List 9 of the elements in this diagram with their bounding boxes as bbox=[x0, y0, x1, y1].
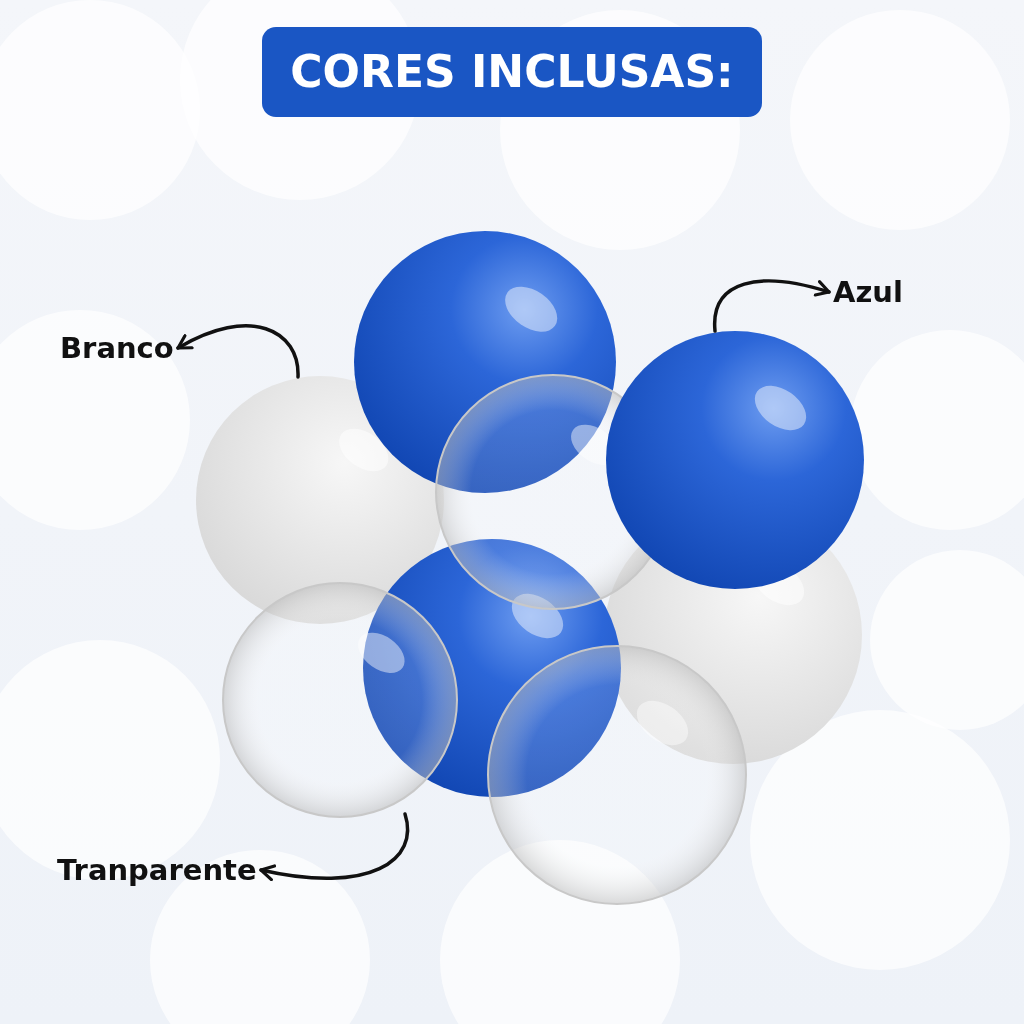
ball-drawing bbox=[222, 582, 458, 818]
curved-arrow bbox=[259, 812, 410, 881]
color-label: Branco bbox=[60, 330, 174, 366]
curved-arrow bbox=[713, 279, 831, 333]
color-label: Azul bbox=[833, 274, 903, 310]
curved-arrow bbox=[176, 324, 300, 379]
color-label: Tranparente bbox=[57, 852, 257, 888]
title-banner: CORES INCLUSAS: bbox=[262, 27, 762, 117]
ball-drawing bbox=[605, 330, 865, 590]
